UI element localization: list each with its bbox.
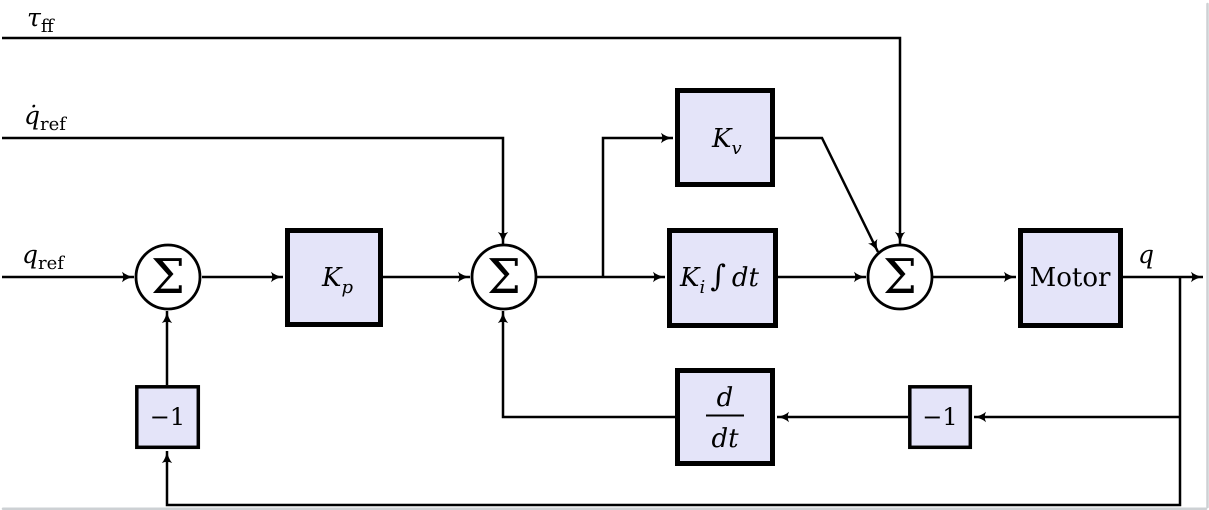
sum2-sigma-label: Σ bbox=[487, 249, 521, 305]
sum-junction-1 bbox=[134, 243, 202, 311]
q-ref-input-label: qref bbox=[22, 240, 65, 274]
tau-ff-input-label: τff bbox=[27, 3, 55, 37]
wire-ddt-to-sum2 bbox=[497, 311, 675, 419]
kv-block bbox=[675, 88, 775, 187]
qdot-ref-input-label: q̇ref bbox=[24, 101, 67, 135]
ddt-numerator: d bbox=[717, 383, 734, 413]
sum1-sigma-label: Σ bbox=[151, 249, 185, 305]
neg1-left-label: −1 bbox=[150, 403, 185, 431]
kp-block-label: Kp bbox=[321, 263, 353, 298]
motor-block-label: Motor bbox=[1030, 263, 1111, 293]
wire-q-feedback-to-neg1-left bbox=[161, 277, 1182, 507]
sum3-sigma-label: Σ bbox=[883, 249, 917, 305]
wire-qdot-ref-to-sum2 bbox=[2, 136, 509, 244]
sum-junction-3 bbox=[866, 243, 934, 311]
ki-block bbox=[667, 228, 778, 328]
wire-tau-ff-to-sum3 bbox=[2, 36, 906, 244]
ddt-denominator: dt bbox=[711, 424, 739, 454]
ddt-block bbox=[675, 368, 775, 466]
kp-block bbox=[285, 228, 383, 327]
q-output-label: q bbox=[1138, 240, 1154, 269]
neg1-right-block bbox=[908, 385, 973, 450]
neg1-left-block bbox=[135, 385, 201, 450]
motor-block bbox=[1018, 228, 1123, 328]
kv-block-label: Kv bbox=[711, 124, 742, 159]
ki-block-label: Ki∫dt bbox=[679, 259, 759, 298]
wire-branch-to-kv bbox=[601, 132, 673, 277]
sum-junction-2 bbox=[470, 243, 538, 311]
wire-kv-to-sum3 bbox=[775, 136, 880, 253]
neg1-right-label: −1 bbox=[922, 403, 957, 431]
